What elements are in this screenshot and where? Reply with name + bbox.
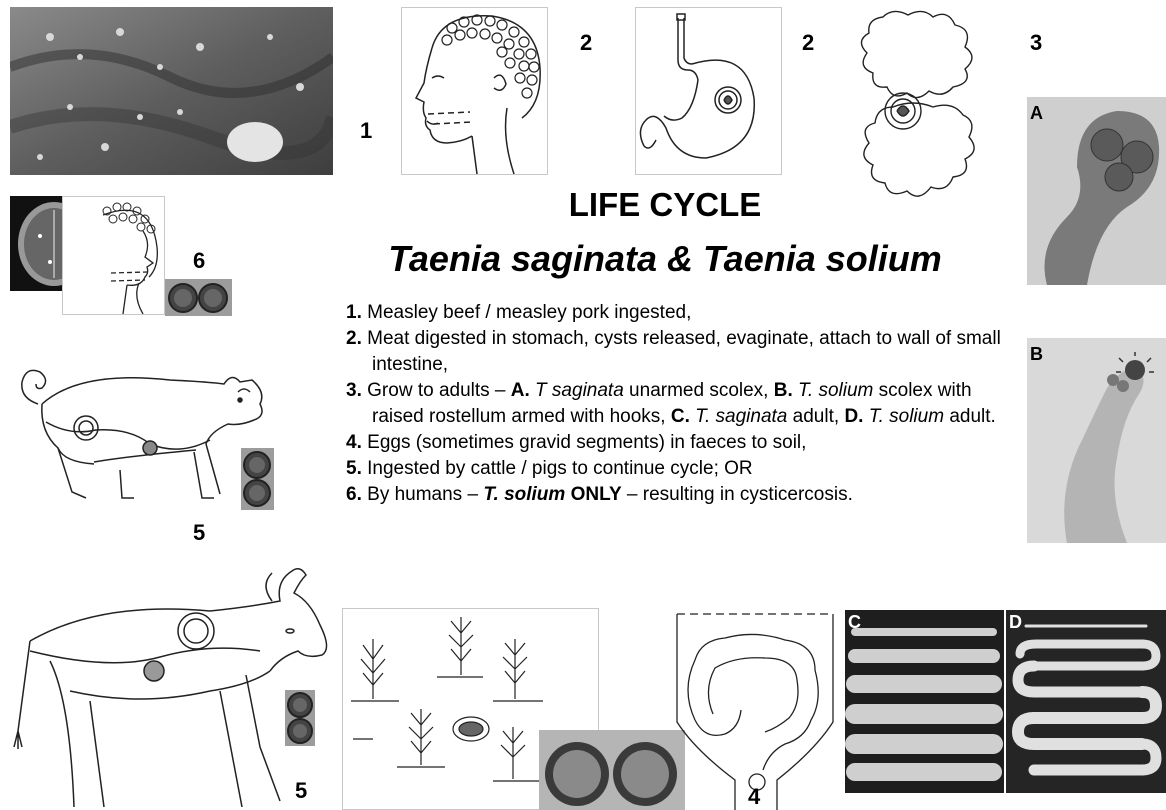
step-number: 2. [346, 328, 362, 349]
figure-number-cow: 5 [295, 778, 307, 804]
step-text: Meat digested in stomach, cysts released… [367, 328, 1001, 375]
step-item: 4. Eggs (sometimes gravid segments) in f… [346, 430, 1026, 456]
solium-scolex-photo: B [1027, 338, 1166, 543]
step-text: adult, [787, 406, 844, 427]
step-item: 2. Meat digested in stomach, cysts relea… [346, 326, 1026, 378]
large-intestine-sketch [665, 610, 845, 810]
step-number: 3. [346, 380, 362, 401]
step-text: T. solium [483, 484, 565, 505]
figure-number-head: 1 [360, 118, 372, 144]
step-text: A. [511, 380, 530, 401]
photo-label-c: C [848, 612, 861, 633]
step-text: B. [774, 380, 793, 401]
step-text: ONLY [571, 484, 622, 505]
step-text: unarmed scolex, [624, 380, 774, 401]
measley-meat-photo [10, 7, 333, 175]
step-text: D. [844, 406, 863, 427]
page-title: LIFE CYCLE [340, 186, 990, 224]
step-text: Ingested by cattle / pigs to continue cy… [367, 458, 752, 479]
stomach-sketch [635, 7, 782, 175]
small-intestine-sketch [853, 7, 983, 215]
photo-label-d: D [1009, 612, 1022, 633]
human-head-sketch [401, 7, 548, 175]
step-text: C. [671, 406, 690, 427]
saginata-adult-photo: C [845, 610, 1004, 793]
figure-number-pig: 5 [193, 520, 205, 546]
pig-sketch [10, 352, 274, 510]
step-number: 4. [346, 432, 362, 453]
eggs-photo-soil [539, 730, 685, 810]
step-text: Eggs (sometimes gravid segments) in faec… [367, 432, 806, 453]
photo-label-a: A [1030, 103, 1043, 124]
figure-number-human-cyst: 6 [193, 248, 205, 274]
figure-number-stomach: 2 [580, 30, 592, 56]
step-text: Grow to adults – [367, 380, 511, 401]
step-text: T. saginata [695, 406, 787, 427]
step-text: T. solium [869, 406, 944, 427]
figure-number-adult: 3 [1030, 30, 1042, 56]
eggs-photo-cow [285, 690, 315, 746]
step-number: 6. [346, 484, 362, 505]
figure-number-intestine: 2 [802, 30, 814, 56]
page-subtitle: Taenia saginata & Taenia solium [340, 238, 990, 280]
step-number: 5. [346, 458, 362, 479]
step-item: 6. By humans – T. solium ONLY – resultin… [346, 482, 1026, 508]
step-text: T. solium [798, 380, 873, 401]
step-text: – resulting in cysticercosis. [622, 484, 853, 505]
step-text: T saginata [535, 380, 624, 401]
solium-adult-photo: D [1006, 610, 1166, 793]
saginata-scolex-photo: A [1027, 97, 1166, 285]
step-item: 1. Measley beef / measley pork ingested, [346, 300, 1026, 326]
step-item: 5. Ingested by cattle / pigs to continue… [346, 456, 1026, 482]
step-text: By humans – [367, 484, 483, 505]
step-text: Measley beef / measley pork ingested, [367, 302, 691, 323]
step-text: adult. [944, 406, 996, 427]
figure-number-soil: 4 [748, 784, 760, 810]
step-item: 3. Grow to adults – A. T saginata unarme… [346, 378, 1026, 430]
eggs-photo-human [165, 279, 232, 316]
life-cycle-steps: 1. Measley beef / measley pork ingested,… [346, 300, 1026, 508]
photo-label-b: B [1030, 344, 1043, 365]
step-number: 1. [346, 302, 362, 323]
human-cysticercosis-sketch [62, 196, 165, 315]
eggs-photo-pig [241, 448, 274, 510]
cow-sketch [10, 551, 334, 807]
